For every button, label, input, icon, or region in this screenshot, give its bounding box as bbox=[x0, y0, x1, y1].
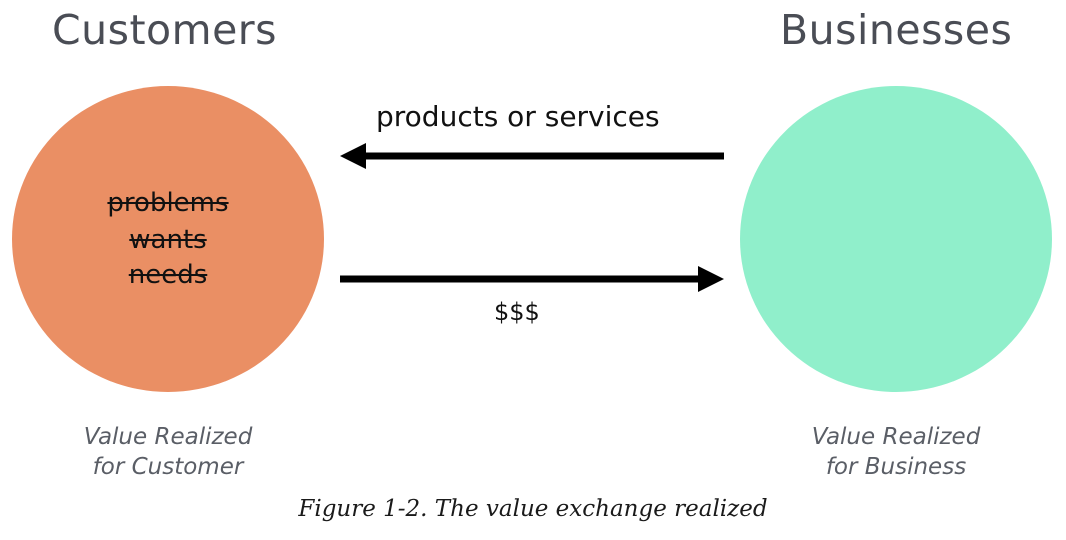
business-value-line-2: for Business bbox=[825, 454, 967, 480]
customer-value-line-1: Value Realized bbox=[83, 424, 253, 450]
need-problems-struck: problems bbox=[107, 188, 229, 218]
business-value-caption: Value Realized for Business bbox=[746, 422, 1046, 482]
arrow-to-businesses bbox=[340, 266, 724, 292]
money-label: $$$ bbox=[494, 298, 540, 326]
arrow-to-customers bbox=[340, 143, 724, 169]
figure-caption: Figure 1-2. The value exchange realized bbox=[298, 496, 768, 522]
customers-heading: Customers bbox=[52, 6, 278, 54]
products-or-services-label: products or services bbox=[376, 100, 660, 133]
need-needs-struck: needs bbox=[128, 260, 208, 290]
customer-value-line-2: for Customer bbox=[92, 454, 244, 480]
businesses-heading: Businesses bbox=[780, 6, 1013, 54]
customer-value-caption: Value Realized for Customer bbox=[18, 422, 318, 482]
customer-circle bbox=[12, 86, 324, 392]
business-value-line-1: Value Realized bbox=[811, 424, 981, 450]
need-wants-struck: wants bbox=[129, 225, 207, 255]
business-circle bbox=[740, 86, 1052, 392]
